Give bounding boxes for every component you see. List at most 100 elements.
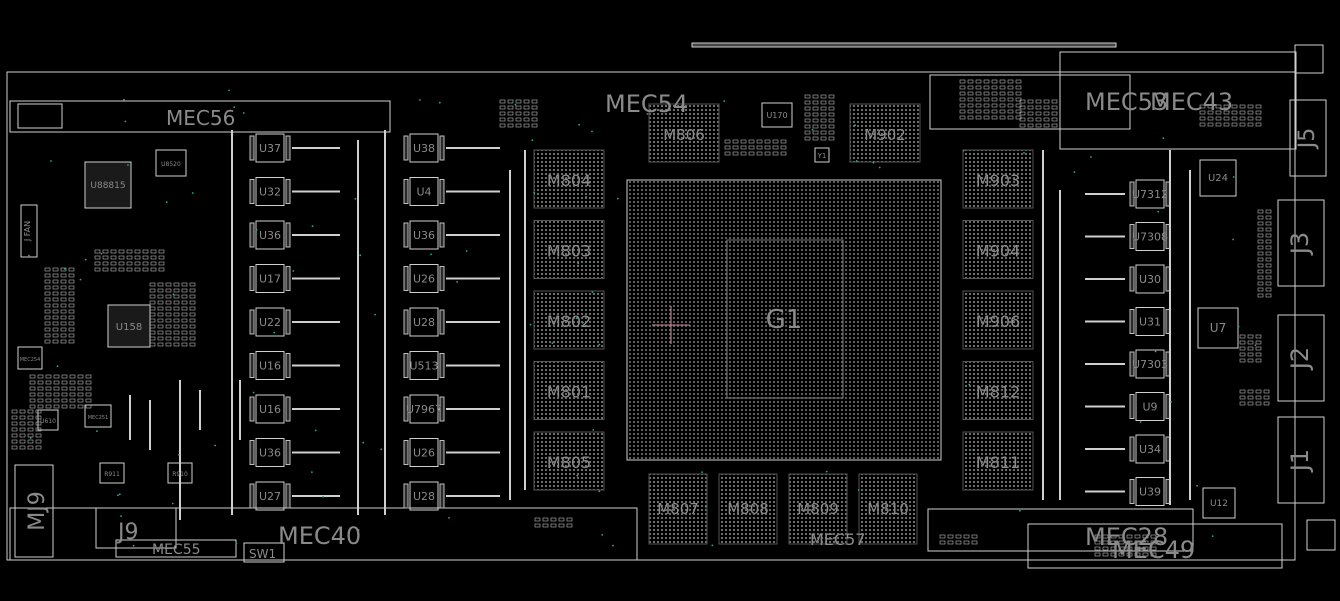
via bbox=[118, 493, 121, 496]
smd-pad bbox=[126, 249, 133, 254]
smd-pad bbox=[134, 249, 141, 254]
smd-pad bbox=[44, 327, 51, 332]
smd-pad bbox=[999, 85, 1006, 90]
vrm_left_a-pins-right-6 bbox=[285, 353, 291, 378]
smd-pad bbox=[1027, 105, 1034, 110]
smd-pad bbox=[963, 540, 970, 545]
u24-chip bbox=[1199, 159, 1237, 197]
smd-pad bbox=[44, 285, 51, 290]
smd-pad bbox=[534, 517, 541, 522]
memory-chip-bottom-1 bbox=[648, 473, 708, 545]
smd-pad bbox=[566, 517, 573, 522]
smd-pad bbox=[173, 336, 180, 341]
memory-label-left-2: M803 bbox=[547, 242, 591, 261]
smd-pad bbox=[149, 294, 156, 299]
memory-chip-right-3 bbox=[962, 290, 1034, 350]
vrm_left_a-pins-right-2 bbox=[285, 179, 291, 204]
smd-pad bbox=[1257, 293, 1264, 298]
smd-pad bbox=[515, 123, 522, 128]
via bbox=[117, 494, 119, 497]
memory-chip-left-4 bbox=[533, 361, 605, 420]
vrm_left_a-pins-left-7 bbox=[249, 396, 255, 422]
smd-pad bbox=[157, 282, 164, 287]
smd-pad bbox=[1134, 540, 1141, 545]
smd-pad bbox=[1265, 293, 1272, 298]
vrm_left_a-chip-6 bbox=[255, 351, 285, 380]
memory-chip-top-1 bbox=[648, 103, 720, 163]
misc-components bbox=[11, 79, 1272, 557]
smd-pad bbox=[157, 306, 164, 311]
via bbox=[359, 254, 362, 257]
via bbox=[465, 250, 468, 252]
via bbox=[354, 198, 357, 200]
mec251-part bbox=[84, 404, 112, 428]
smd-pad bbox=[27, 433, 34, 438]
vrm_left_b-pins-right-1 bbox=[439, 135, 445, 161]
via bbox=[311, 471, 313, 473]
smd-pad bbox=[110, 267, 117, 272]
smd-pad bbox=[1035, 123, 1042, 128]
smd-pad bbox=[1239, 358, 1246, 363]
smd-pad bbox=[1255, 346, 1262, 351]
via bbox=[962, 149, 965, 152]
via bbox=[430, 253, 432, 256]
smd-pad bbox=[507, 111, 514, 116]
smd-pad bbox=[68, 291, 75, 296]
smd-pad bbox=[52, 303, 59, 308]
smd-pad bbox=[991, 109, 998, 114]
smd-pad bbox=[157, 294, 164, 299]
vrm_right-pins-left-6 bbox=[1129, 394, 1135, 419]
smd-pad bbox=[181, 300, 188, 305]
smd-pad bbox=[52, 309, 59, 314]
via bbox=[1232, 238, 1234, 241]
smd-pad bbox=[19, 439, 26, 444]
mec49-outline bbox=[1027, 523, 1283, 569]
via bbox=[575, 317, 578, 319]
smd-pad bbox=[1265, 233, 1272, 238]
vrm_right-chip-8 bbox=[1135, 477, 1165, 506]
smd-pad bbox=[52, 279, 59, 284]
smd-pad bbox=[732, 145, 739, 150]
smd-pad bbox=[85, 374, 92, 379]
mec56-outline bbox=[9, 100, 391, 133]
smd-pad bbox=[820, 136, 827, 141]
smd-pad bbox=[991, 91, 998, 96]
smd-pad bbox=[1094, 540, 1101, 545]
smd-pad bbox=[149, 282, 156, 287]
vrm_left_b-pins-left-8 bbox=[403, 440, 409, 465]
smd-pad bbox=[60, 321, 67, 326]
smd-pad bbox=[804, 130, 811, 135]
smd-pad bbox=[157, 300, 164, 305]
smd-pad bbox=[1265, 215, 1272, 220]
smd-pad bbox=[1134, 552, 1141, 557]
smd-pad bbox=[77, 380, 84, 385]
smd-pad bbox=[1257, 269, 1264, 274]
memory-chip-right-4 bbox=[962, 361, 1034, 420]
u610-label: U610 bbox=[40, 418, 56, 425]
via bbox=[242, 112, 245, 114]
smd-pad bbox=[1126, 552, 1133, 557]
u88815-label: U88815 bbox=[90, 181, 125, 191]
vrm_left_b-label-6: U513 bbox=[409, 360, 438, 373]
smd-pad bbox=[181, 330, 188, 335]
smd-pad bbox=[515, 99, 522, 104]
smd-pad bbox=[157, 318, 164, 323]
smd-pad bbox=[531, 117, 538, 122]
smd-pad bbox=[1247, 116, 1254, 121]
vrm_left_b-chip-4 bbox=[409, 264, 439, 293]
smd-pad bbox=[523, 123, 530, 128]
smd-pad bbox=[1035, 111, 1042, 116]
smd-pad bbox=[102, 249, 109, 254]
smd-pad bbox=[35, 409, 42, 414]
smd-pad bbox=[118, 267, 125, 272]
smd-pad bbox=[110, 261, 117, 266]
smd-pad bbox=[1265, 257, 1272, 262]
smd-pad bbox=[1257, 245, 1264, 250]
vrm_left_a-chip-5 bbox=[255, 307, 285, 337]
smd-pad bbox=[150, 255, 157, 260]
smd-pad bbox=[1126, 534, 1133, 539]
smd-pad bbox=[35, 415, 42, 420]
smd-pad bbox=[189, 312, 196, 317]
vrm_left_b-pins-left-7 bbox=[403, 396, 409, 422]
smd-pad bbox=[1199, 116, 1206, 121]
